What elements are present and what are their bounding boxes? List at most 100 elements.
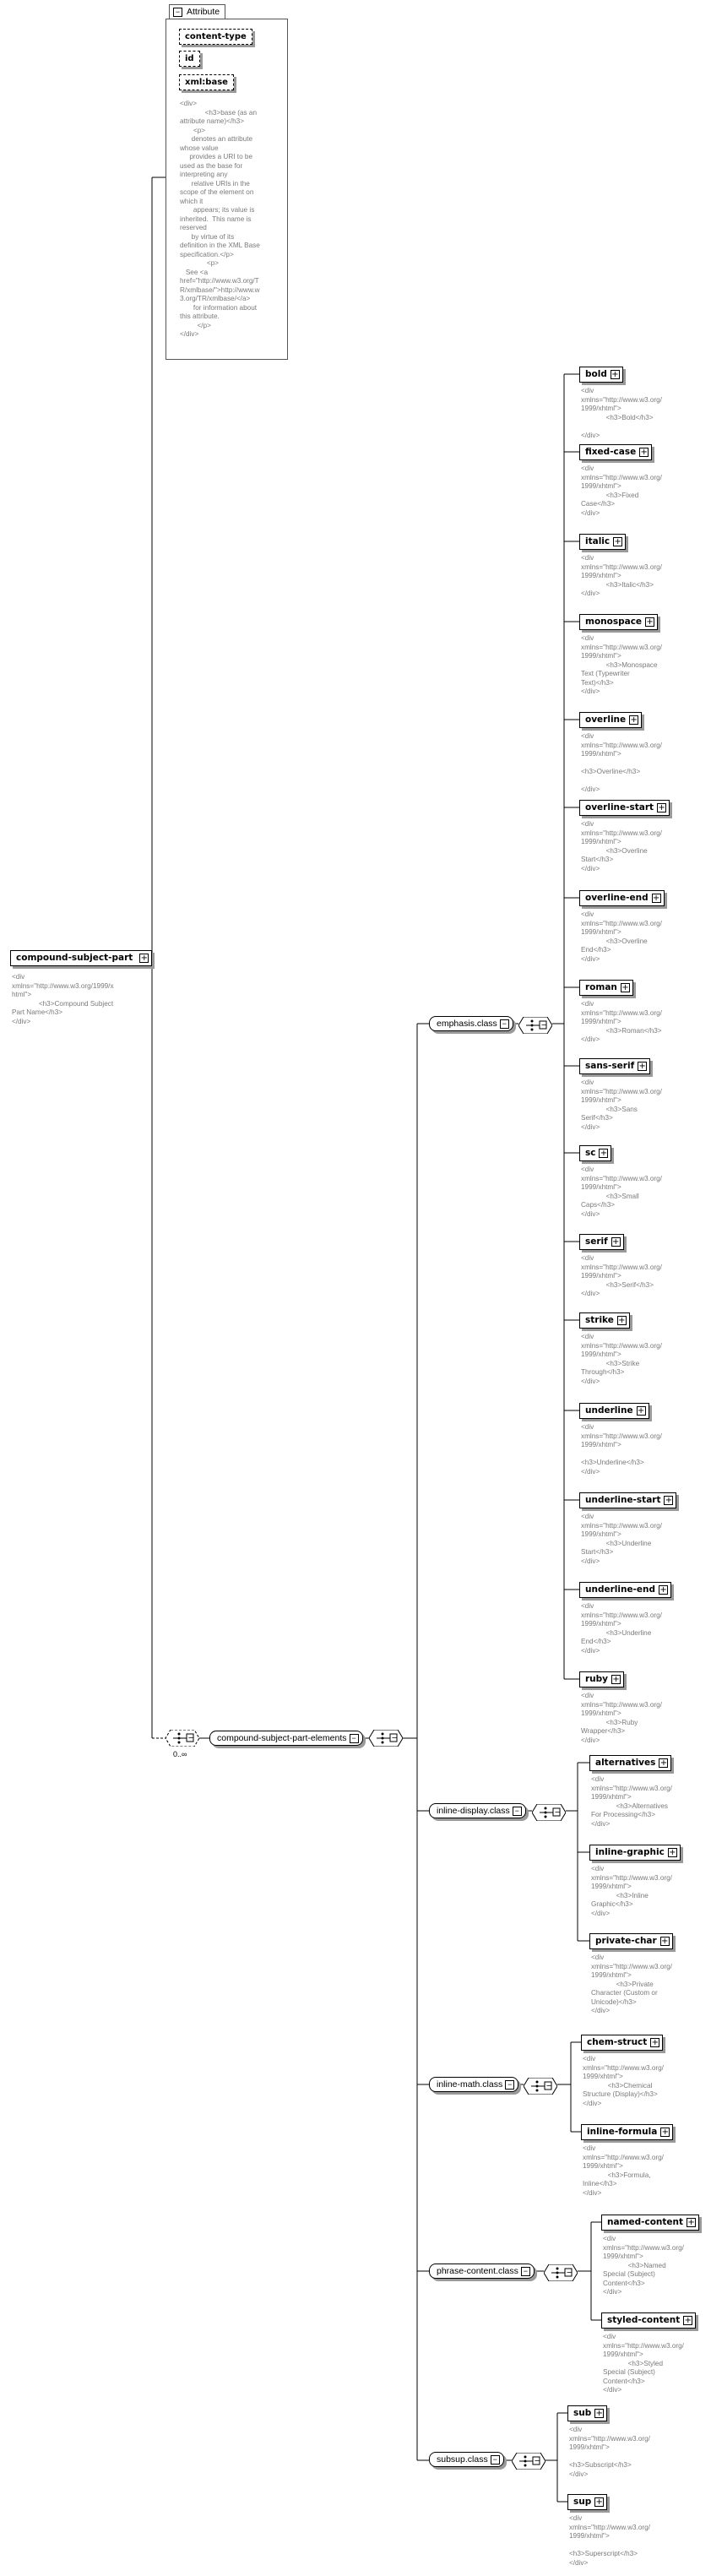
element-sans-serif[interactable]: sans-serif+ [579,1058,651,1074]
expand-icon[interactable]: + [651,894,661,903]
element-doc: <div xmlns="http://www.w3.org/ 1999/xhtm… [583,2055,664,2107]
expand-icon[interactable]: + [667,1848,677,1857]
element-doc: <div xmlns="http://www.w3.org/ 1999/xhtm… [581,1602,662,1655]
expand-icon[interactable]: + [613,537,623,546]
expand-icon[interactable]: + [629,715,639,725]
element-doc: <div xmlns="http://www.w3.org/ 1999/xhtm… [581,1513,662,1565]
expand-icon[interactable]: + [657,803,667,812]
collapse-icon[interactable]: − [499,1019,509,1029]
collapse-icon[interactable]: − [505,2080,515,2090]
attribute-id[interactable]: id [179,51,200,67]
group-subsup-class[interactable]: subsup.class− [429,2452,504,2467]
expand-icon[interactable]: + [594,2409,605,2418]
element-private-char[interactable]: private-char+ [589,1933,673,1949]
element-doc: <div xmlns="http://www.w3.org/ 1999/xhtm… [581,820,662,872]
group-compound-subject-part-elements[interactable]: compound-subject-part-elements − [209,1731,363,1746]
choice-compositor-icon: − [523,2077,558,2099]
group-inline-math-class[interactable]: inline-math.class− [429,2077,519,2092]
expand-icon[interactable]: + [636,1406,646,1416]
expand-icon[interactable]: + [664,1496,674,1505]
element-sc[interactable]: sc+ [579,1145,612,1161]
element-doc: <div xmlns="http://www.w3.org/ 1999/xhtm… [581,1333,662,1385]
element-doc: <div xmlns="http://www.w3.org/ 1999/xhtm… [581,1254,662,1297]
element-sub[interactable]: sub+ [567,2405,608,2421]
collapse-icon[interactable]: − [349,1734,359,1743]
element-strike[interactable]: strike+ [579,1312,630,1329]
root-element[interactable]: compound-subject-part + [10,950,153,966]
element-inline-graphic[interactable]: inline-graphic+ [589,1845,681,1861]
expand-icon[interactable]: + [650,2038,660,2047]
expand-icon[interactable]: + [645,617,655,627]
element-inline-formula[interactable]: inline-formula+ [581,2124,674,2140]
element-doc: <div xmlns="http://www.w3.org/ 1999/xhtm… [581,1000,662,1043]
expand-icon[interactable]: + [599,1149,609,1158]
expand-icon[interactable]: + [660,2128,670,2137]
expand-icon[interactable]: + [638,1062,648,1071]
element-overline-start[interactable]: overline-start+ [579,800,670,816]
group-inline-display-class[interactable]: inline-display.class− [429,1803,526,1818]
expand-icon[interactable]: + [639,448,649,457]
svg-text:−: − [188,1735,195,1743]
element-doc: <div xmlns="http://www.w3.org/ 1999/xhtm… [581,910,662,963]
group-phrase-content-class[interactable]: phrase-content.class− [429,2264,535,2279]
element-fixed-case[interactable]: fixed-case+ [579,444,653,460]
choice-occurrence: 0..∞ [173,1750,187,1758]
element-doc: <div xmlns="http://www.w3.org/ 1999/xhtm… [603,2333,684,2394]
element-monospace[interactable]: monospace+ [579,614,659,630]
svg-text:−: − [555,1809,562,1818]
expand-icon[interactable]: + [659,1585,669,1595]
attribute-content-type[interactable]: content-type [179,29,252,45]
choice-compositor-icon: − [531,1803,567,1825]
element-doc: <div xmlns="http://www.w3.org/ 1999/xhtm… [591,1954,672,2014]
expand-icon[interactable]: + [139,954,149,963]
expand-icon[interactable]: + [683,2316,693,2325]
element-doc: <div xmlns="http://www.w3.org/ 1999/xhtm… [581,465,662,517]
element-italic[interactable]: italic+ [579,534,627,550]
expand-icon[interactable]: + [659,1937,670,1946]
expand-icon[interactable]: + [620,983,630,992]
element-doc: <div xmlns="http://www.w3.org/ 1999/xhtm… [581,554,662,597]
expand-icon[interactable]: + [687,2218,697,2227]
element-overline[interactable]: overline+ [579,712,643,728]
svg-text:−: − [546,2083,553,2091]
collapse-icon[interactable]: − [520,2267,530,2276]
element-roman[interactable]: roman+ [579,980,633,996]
element-underline-end[interactable]: underline-end+ [579,1582,672,1598]
collapse-icon[interactable]: − [490,2455,500,2465]
element-doc: <div xmlns="http://www.w3.org/ 1999/xhtm… [581,1692,662,1744]
expand-icon[interactable]: + [610,370,620,379]
element-doc: <div xmlns="http://www.w3.org/ 1999/xhtm… [581,1423,662,1475]
expand-icon[interactable]: + [611,1675,621,1684]
element-alternatives[interactable]: alternatives+ [589,1755,672,1771]
choice-compositor-icon: − [165,1729,200,1751]
choice-compositor-icon: − [368,1729,404,1751]
element-underline-start[interactable]: underline-start+ [579,1492,677,1508]
element-doc: <div xmlns="http://www.w3.org/ 1999/xhtm… [603,2235,684,2296]
expand-icon[interactable]: + [594,2497,605,2507]
element-doc: <div xmlns="http://www.w3.org/ 1999/xhtm… [591,1775,672,1828]
element-underline[interactable]: underline+ [579,1403,649,1419]
collapse-icon[interactable]: − [173,8,182,17]
element-serif[interactable]: serif+ [579,1234,624,1250]
element-styled-content[interactable]: styled-content+ [601,2312,697,2329]
element-doc: <div xmlns="http://www.w3.org/ 1999/xhtm… [591,1865,672,1917]
element-named-content[interactable]: named-content+ [601,2215,700,2231]
element-chem-struct[interactable]: chem-struct+ [581,2035,664,2051]
element-sup[interactable]: sup+ [567,2494,608,2510]
element-overline-end[interactable]: overline-end+ [579,890,665,906]
element-ruby[interactable]: ruby+ [579,1671,625,1687]
collapse-icon[interactable]: − [512,1807,522,1816]
attribute-panel-title[interactable]: − Attribute [169,4,226,19]
attribute-xml-base[interactable]: xml:base [179,74,234,90]
element-doc: <div xmlns="http://www.w3.org/ 1999/xhtm… [569,2426,650,2478]
choice-compositor-icon: − [511,2452,546,2474]
element-doc: <div xmlns="http://www.w3.org/ 1999/xhtm… [581,634,662,695]
element-doc: <div xmlns="http://www.w3.org/ 1999/xhtm… [569,2514,650,2567]
group-emphasis-class[interactable]: emphasis.class− [429,1016,513,1031]
element-doc: <div xmlns="http://www.w3.org/ 1999/xhtm… [581,1166,662,1218]
expand-icon[interactable]: + [659,1758,669,1768]
element-bold[interactable]: bold+ [579,367,623,383]
expand-icon[interactable]: + [616,1316,627,1325]
expand-icon[interactable]: + [611,1237,621,1247]
